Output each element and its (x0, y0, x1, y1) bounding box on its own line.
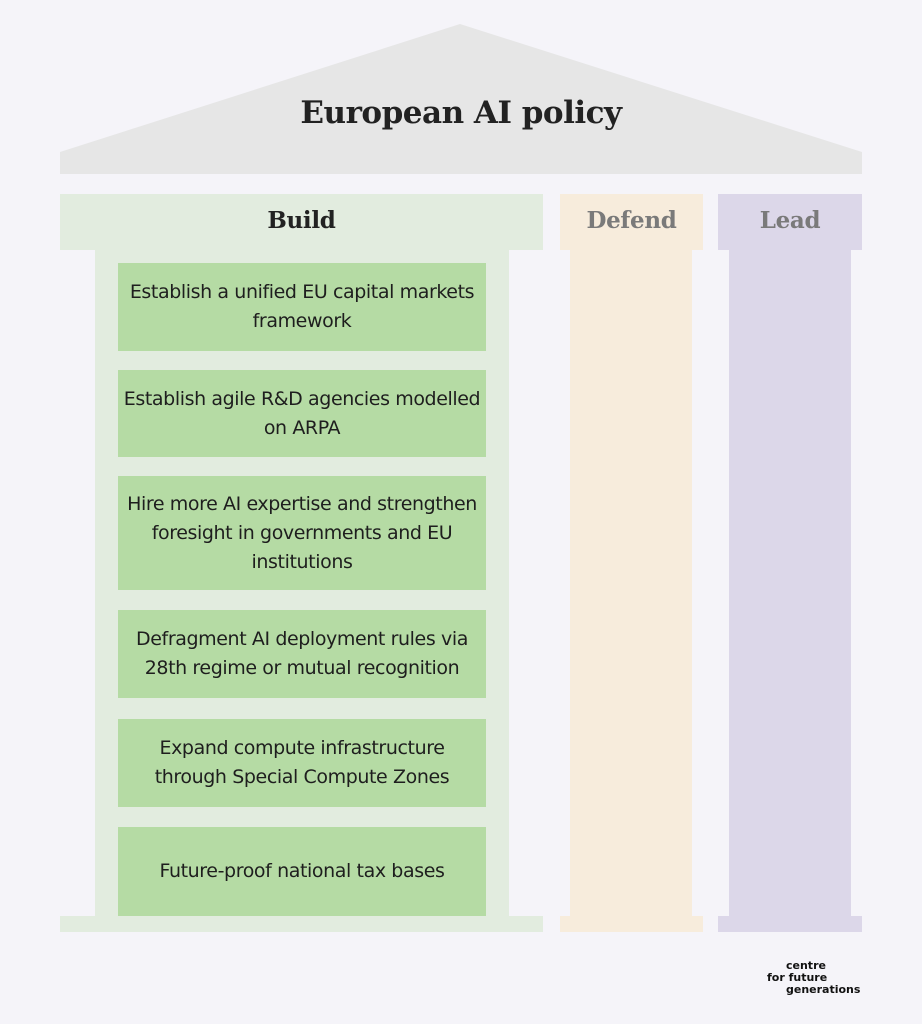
build-item-compute-infrastructure: Expand compute infrastructure through Sp… (118, 719, 486, 807)
pillar-defend-base (560, 916, 703, 932)
pillar-defend-shaft (570, 250, 692, 916)
pillar-lead-shaft (729, 250, 851, 916)
logo-line-2: for future (767, 971, 828, 984)
build-item-ai-expertise: Hire more AI expertise and strengthen fo… (118, 476, 486, 590)
pillar-lead-label: Lead (759, 207, 821, 234)
roof (60, 24, 862, 174)
pillar-lead-base (718, 916, 862, 932)
cfg-logo: centre for future generations (767, 960, 877, 996)
pillar-defend-label: Defend (586, 207, 677, 234)
build-item-rd-agencies: Establish agile R&D agencies modelled on… (118, 370, 486, 457)
pillar-lead-capital: Lead (718, 194, 862, 250)
build-item-tax-bases: Future-proof national tax bases (118, 827, 486, 916)
pillar-defend-capital: Defend (560, 194, 703, 250)
build-item-capital-markets: Establish a unified EU capital markets f… (118, 263, 486, 351)
diagram-title: European AI policy (300, 95, 622, 131)
pillar-build-base (60, 916, 543, 932)
pillar-build-label: Build (267, 207, 336, 234)
build-item-defragment-rules: Defragment AI deployment rules via 28th … (118, 610, 486, 698)
logo-line-1: centre (786, 959, 826, 972)
pillar-build-capital: Build (60, 194, 543, 250)
logo-line-3: generations (786, 983, 861, 996)
